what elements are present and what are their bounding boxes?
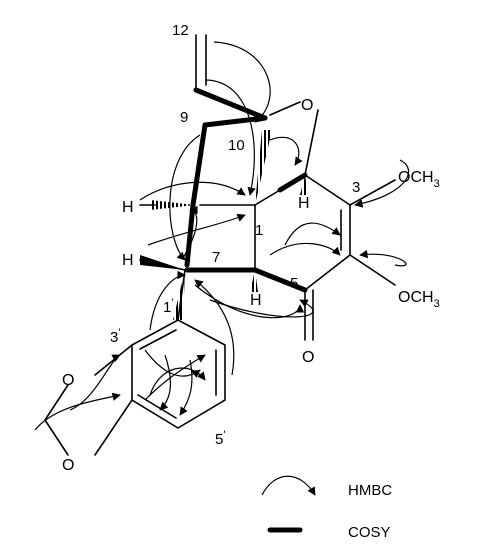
hmbc-h-to-5	[194, 284, 305, 319]
label-h-left-top: H	[122, 199, 134, 216]
hash-bond-c6-h	[250, 270, 258, 292]
hmbc-h-to-8	[139, 181, 246, 201]
label-c5p: 5'	[215, 429, 225, 448]
hmbc-7-to-9	[182, 205, 198, 259]
cosy-c11-c10	[193, 87, 268, 121]
label-c12: 12	[172, 22, 189, 39]
bond-c10-o	[269, 101, 301, 116]
bond-o-c4a	[304, 109, 319, 176]
hmbc-ring-e	[179, 359, 193, 416]
bond-c4a-c3	[304, 174, 351, 206]
legend-hmbc-arrow-icon	[261, 475, 316, 496]
label-h-left-bottom: H	[122, 252, 134, 269]
hmbc-h4a-to-c4	[284, 222, 341, 246]
hash-bond-c2-h	[150, 200, 195, 210]
label-och3-top: OCH3	[398, 169, 440, 190]
hmbc-2p-to-c6	[209, 299, 314, 318]
legend-hmbc-label: HMBC	[348, 482, 392, 499]
cosy-c9-c8	[190, 122, 208, 208]
benzene-ring	[131, 319, 226, 429]
hmbc-correlations	[34, 41, 410, 431]
hmbc-ch2-to-c4p	[69, 354, 121, 411]
cosy-bonds	[184, 87, 308, 293]
label-o-dioxole-bottom: O	[62, 457, 74, 474]
legend-cosy-label: COSY	[348, 524, 391, 541]
hmbc-12-to-10	[213, 41, 271, 123]
label-c7: 7	[212, 249, 220, 266]
hmbc-ch2-to-c3p	[34, 392, 121, 431]
label-h-c6: H	[250, 292, 262, 309]
hmbc-ring-a	[144, 349, 201, 378]
hmbc-ring-d	[159, 354, 172, 411]
hmbc-6p-to-8	[194, 279, 235, 376]
label-c1p: 1'	[163, 297, 173, 316]
cosy-c8-c7	[184, 202, 196, 268]
label-c3p: 3'	[110, 327, 120, 346]
legend: HMBC COSY	[261, 475, 392, 541]
label-h-c4a: H	[298, 195, 310, 212]
hmbc-2p-to-8	[149, 270, 186, 331]
label-c3: 3	[352, 179, 360, 196]
cosy-c4a-c1	[277, 172, 308, 193]
hmbc-11-to-1	[204, 79, 256, 196]
hash-bond-c8-c1p	[173, 270, 185, 320]
bond-dioxole-ch2-a	[44, 384, 69, 421]
benzene-inner-a	[139, 329, 177, 350]
atom-labels: 12 9 10 O 3 OCH3 1 H H H 7 5 H OCH3 1' O…	[62, 22, 440, 474]
hmbc-10-to-4a	[269, 136, 303, 166]
bond-c4p-o	[94, 399, 133, 456]
hmbc-9-to-1	[169, 134, 201, 261]
label-c9: 9	[180, 109, 188, 126]
hmbc-h6-to-c4	[269, 242, 341, 256]
bond-dioxole-ch2-b	[44, 419, 69, 456]
bond-c4-och3	[349, 254, 396, 286]
hash-bond-c1-c10	[255, 130, 272, 205]
label-o-dioxole-top: O	[62, 372, 74, 389]
label-c10: 10	[228, 137, 245, 154]
cosy-c6-c5	[252, 267, 308, 293]
hmbc-och3-bottom-to-c4	[359, 249, 407, 267]
label-c1: 1	[255, 222, 263, 239]
label-och3-bottom: OCH3	[398, 289, 440, 310]
hmbc-ring-b	[149, 367, 206, 396]
label-o-ketone: O	[302, 349, 314, 366]
hash-bond-c4a-h	[300, 175, 308, 195]
hmbc-och3-top-to-c3	[354, 159, 410, 208]
benzene-inner-c	[137, 394, 177, 419]
bond-c4-c5	[304, 254, 351, 291]
stereo-bonds	[140, 130, 308, 320]
hmbc-ring-c	[144, 354, 206, 401]
label-c5: 5	[290, 275, 298, 292]
label-o-ring: O	[301, 97, 313, 114]
bond-c3p-o	[94, 344, 133, 376]
hmbc-h-to-2	[147, 213, 246, 246]
wedge-bond-c8-h	[140, 255, 185, 270]
